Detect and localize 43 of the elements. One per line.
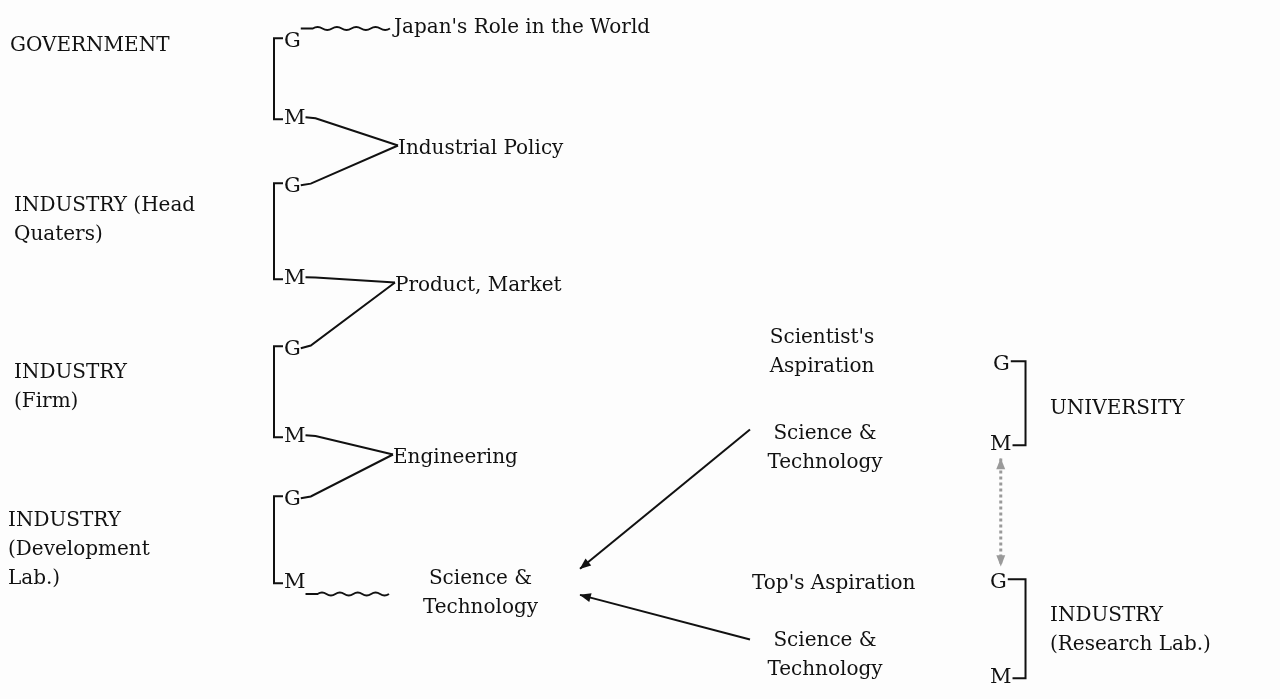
- node-label: UNIVERSITY: [1050, 393, 1185, 422]
- node-label: Science & Technology: [750, 418, 900, 476]
- node-label: GOVERNMENT: [10, 30, 170, 59]
- letter-label: M: [284, 420, 306, 451]
- wavy-line: [304, 591, 390, 597]
- node-label: Industrial Policy: [398, 133, 564, 162]
- connector-line: [304, 116, 399, 147]
- bracket-line: [273, 345, 284, 439]
- bracket-line: [1009, 360, 1027, 447]
- connector-line: [299, 281, 396, 350]
- bracket-line: [273, 495, 284, 585]
- node-label: Japan's Role in the World: [394, 12, 651, 41]
- node-label: Scientist's Aspiration: [752, 322, 892, 380]
- letter-label: M: [284, 566, 306, 597]
- connector-line: [299, 144, 399, 187]
- arrow: [579, 593, 751, 641]
- node-label: Engineering: [393, 442, 518, 471]
- letter-label: G: [993, 348, 1010, 379]
- node-label: Science & Technology: [750, 625, 900, 683]
- letter-label: M: [990, 428, 1012, 459]
- wavy-line: [299, 26, 391, 31]
- letter-label: G: [284, 25, 301, 56]
- connector-line: [299, 453, 394, 500]
- connector-line: [304, 276, 396, 284]
- node-label: Top's Aspiration: [752, 568, 916, 597]
- letter-label: G: [284, 483, 301, 514]
- letter-label: G: [990, 566, 1007, 597]
- node-label: INDUSTRY (Development Lab.): [8, 505, 173, 592]
- bracket-line: [273, 37, 284, 121]
- letter-label: M: [284, 262, 306, 293]
- letter-label: G: [284, 333, 301, 364]
- letter-label: M: [284, 102, 306, 133]
- letter-label: G: [284, 170, 301, 201]
- node-label: INDUSTRY (Research Lab.): [1050, 600, 1260, 658]
- letter-label: M: [990, 661, 1012, 692]
- bracket-line: [1006, 578, 1027, 680]
- node-label: INDUSTRY (Head Quaters): [14, 190, 204, 248]
- node-label: Product, Market: [395, 270, 562, 299]
- connector-line: [304, 434, 394, 456]
- bracket-line: [273, 182, 284, 281]
- node-label: Science & Technology: [393, 563, 568, 621]
- double-arrow: [996, 458, 1006, 567]
- arrow: [579, 428, 751, 570]
